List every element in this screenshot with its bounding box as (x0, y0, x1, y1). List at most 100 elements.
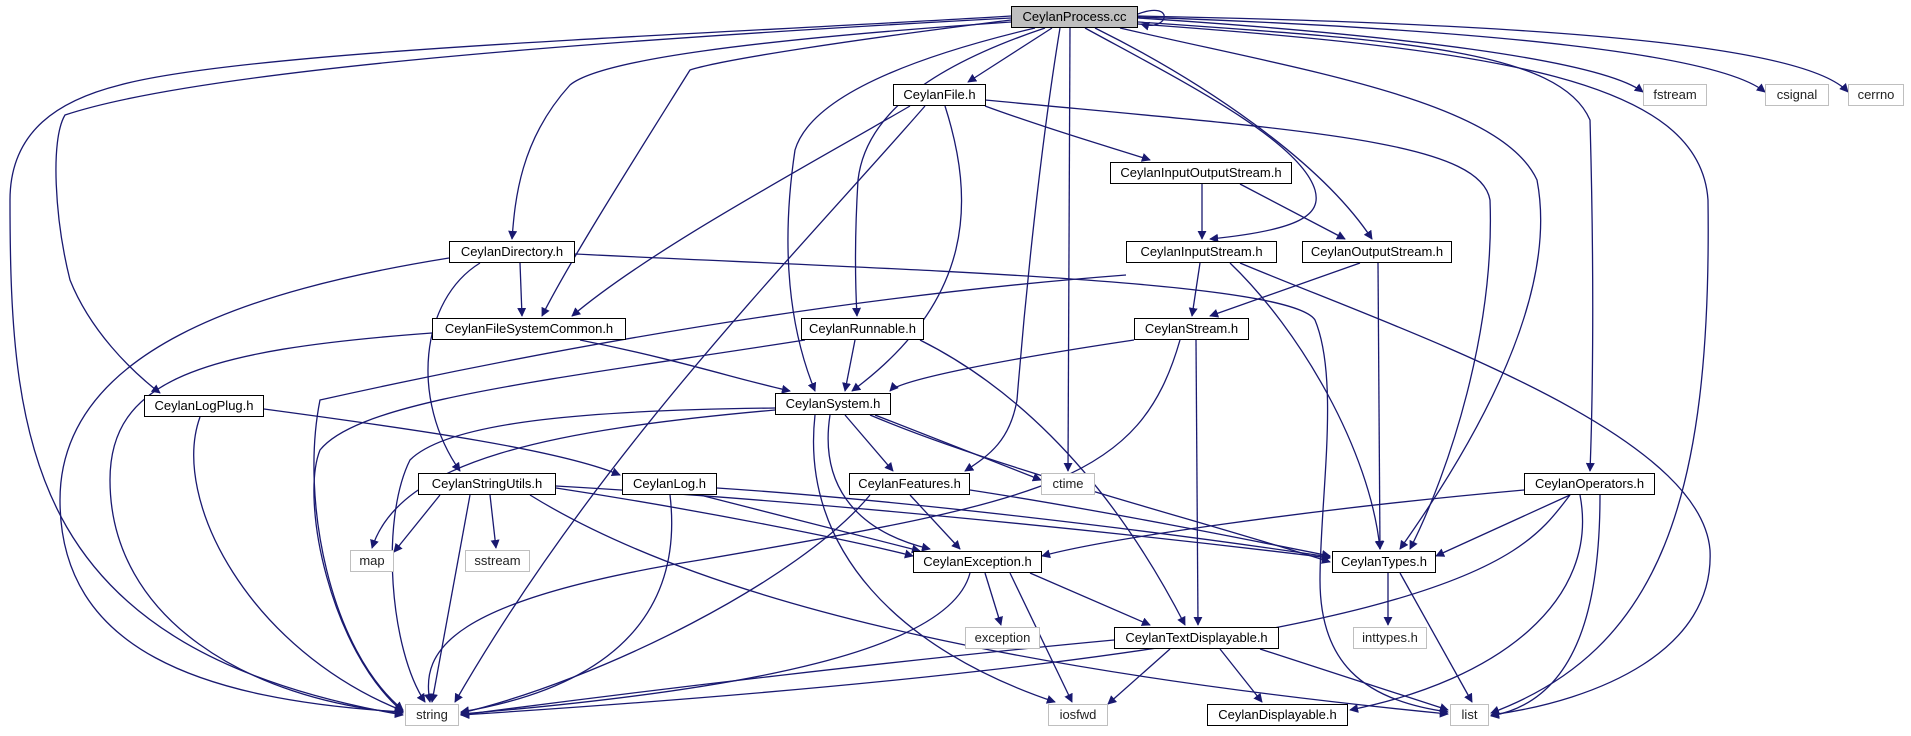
edge-stream-to-system (889, 339, 1135, 392)
edge-file-to-ioutstream (984, 105, 1151, 162)
node-cerrno[interactable]: cerrno (1848, 84, 1904, 106)
dependency-edges (9, 9, 1849, 719)
node-sstream[interactable]: sstream (465, 550, 530, 572)
edge-features-to-string (460, 494, 871, 716)
edge-exception-to-exceptionstd (984, 572, 1003, 626)
edge-features-to-types (969, 489, 1331, 559)
node-exception[interactable]: exception (965, 627, 1040, 649)
edge-process-to-directory (508, 21, 1012, 240)
node-ceylan-features-h[interactable]: CeylanFeatures.h (849, 473, 970, 495)
edge-system-to-exception (827, 414, 931, 552)
edge-instream-to-string (313, 274, 1127, 711)
edge-logplug-to-log (263, 408, 621, 477)
node-fstream[interactable]: fstream (1643, 84, 1707, 106)
node-string[interactable]: string (405, 704, 459, 726)
edge-log-to-types (716, 487, 1331, 561)
edge-runnable-to-textdisp (919, 339, 1186, 626)
node-ceylan-runnable-h[interactable]: CeylanRunnable.h (801, 318, 924, 340)
edge-stringutils-to-map (393, 494, 441, 553)
edge-operators-to-list (1490, 494, 1601, 719)
edge-logplug-to-string (193, 416, 404, 713)
edge-operators-to-displayable (1349, 494, 1584, 713)
node-ceylan-displayable-h[interactable]: CeylanDisplayable.h (1207, 704, 1348, 726)
node-map[interactable]: map (350, 550, 394, 572)
edge-operators-to-types (1435, 494, 1571, 557)
edge-process-to-string (9, 15, 1012, 719)
node-ceylan-filesystemcommon-h[interactable]: CeylanFileSystemCommon.h (432, 318, 626, 340)
edge-exception-to-textdisp (1029, 572, 1151, 626)
edge-textdisp-to-string (460, 639, 1115, 719)
edge-stringutils-to-sstream (489, 494, 500, 549)
edge-ioutstream-to-outstream (1239, 183, 1346, 240)
edge-directory-to-list (574, 253, 1449, 716)
node-ceylan-outputstream-h[interactable]: CeylanOutputStream.h (1302, 241, 1452, 263)
node-ceylan-system-h[interactable]: CeylanSystem.h (775, 393, 891, 415)
node-ceylan-operators-h[interactable]: CeylanOperators.h (1524, 473, 1655, 495)
node-ceylan-directory-h[interactable]: CeylanDirectory.h (449, 241, 575, 263)
node-ceylan-inputstream-h[interactable]: CeylanInputStream.h (1126, 241, 1277, 263)
edge-system-to-features (844, 414, 894, 472)
edge-process-to-system (787, 27, 1036, 392)
node-ceylan-textdisplayable-h[interactable]: CeylanTextDisplayable.h (1114, 627, 1279, 649)
node-ceylan-log-h[interactable]: CeylanLog.h (622, 473, 717, 495)
edge-process-to-list (1137, 23, 1709, 715)
edge-process-to-operators (1137, 21, 1595, 472)
edge-stringutils-to-string (429, 494, 471, 703)
node-ceylan-process-cc[interactable]: CeylanProcess.cc (1011, 6, 1138, 28)
edge-process-to-runnable (852, 27, 1046, 317)
edge-directory-to-stringutils (427, 262, 481, 472)
edge-directory-to-string (59, 257, 450, 717)
node-inttypes-h[interactable]: inttypes.h (1353, 627, 1427, 649)
edge-system-to-iosfwd (812, 414, 1056, 704)
edge-process-to-features (964, 27, 1061, 472)
node-ceylan-exception-h[interactable]: CeylanException.h (913, 551, 1042, 573)
edge-fscommon-to-string (109, 332, 433, 717)
node-ceylan-file-h[interactable]: CeylanFile.h (893, 84, 986, 106)
edge-file-to-fscommon (571, 105, 911, 317)
edge-textdisp-to-displayable (1219, 648, 1263, 703)
edge-file-to-system (851, 105, 963, 392)
edge-outstream-to-types (1375, 262, 1385, 550)
edge-process-to-cerrno (1137, 15, 1849, 93)
edge-instream-to-list (1239, 262, 1711, 719)
edge-process-to-fstream (1137, 17, 1644, 93)
edge-process-to-csignal (1137, 16, 1766, 93)
edge-exception-to-iosfwd (1009, 572, 1073, 703)
node-ceylan-logplug-h[interactable]: CeylanLogPlug.h (144, 395, 264, 417)
edge-exception-to-string (460, 572, 971, 718)
edge-fscommon-to-system (579, 339, 791, 394)
node-ceylan-stream-h[interactable]: CeylanStream.h (1134, 318, 1249, 340)
edge-stream-to-textdisp (1193, 339, 1203, 626)
edge-directory-to-fscommon (517, 262, 527, 317)
edge-file-to-types (984, 99, 1492, 550)
edge-stringutils-to-exception (555, 487, 914, 559)
edge-log-to-string (460, 494, 673, 716)
edge-system-to-map (370, 409, 776, 549)
edge-process-to-outstream (1094, 27, 1373, 240)
node-list[interactable]: list (1450, 704, 1489, 726)
node-ceylan-types-h[interactable]: CeylanTypes.h (1332, 551, 1436, 573)
edge-runnable-to-system (842, 339, 856, 392)
edge-system-to-string (391, 407, 776, 703)
node-csignal[interactable]: csignal (1765, 84, 1829, 106)
node-ceylan-inputoutputstream-h[interactable]: CeylanInputOutputStream.h (1110, 162, 1292, 184)
edge-stream-to-string (424, 339, 1181, 703)
edge-process-to-instream (1084, 27, 1317, 243)
edge-file-to-string (454, 105, 926, 703)
node-ctime[interactable]: ctime (1041, 473, 1095, 495)
edge-stringutils-to-list (529, 494, 1449, 718)
edge-features-to-exception (909, 494, 961, 550)
edge-log-to-exception (699, 494, 921, 554)
node-ceylan-stringutils-h[interactable]: CeylanStringUtils.h (418, 473, 556, 495)
edge-runnable-to-string (313, 339, 806, 713)
edge-process-to-file (967, 27, 1053, 83)
edge-textdisp-to-iosfwd (1107, 648, 1171, 705)
edge-process-to-types (1119, 27, 1542, 550)
edge-operators-to-exception (1041, 489, 1525, 559)
edge-operators-to-string (460, 494, 1571, 719)
edge-outstream-to-stream (1209, 262, 1361, 318)
node-iosfwd[interactable]: iosfwd (1048, 704, 1108, 726)
edge-instream-to-stream (1188, 262, 1201, 317)
edge-process-to-ctime (1063, 27, 1073, 472)
